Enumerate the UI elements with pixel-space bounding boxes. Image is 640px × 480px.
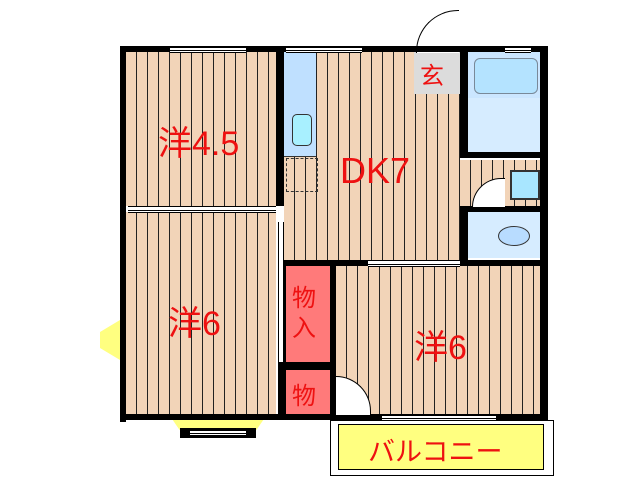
wall-toilet-top	[460, 206, 548, 212]
room-western-4-5	[126, 52, 276, 206]
closet-small	[286, 370, 330, 414]
wall-bath-bottom	[460, 152, 548, 158]
bay-window-glass	[190, 430, 246, 436]
sliding-door-room-divider[interactable]	[128, 206, 276, 213]
wall-outer-left	[120, 46, 126, 422]
room-label-dk: DK7	[340, 150, 411, 191]
wall-outer-right	[540, 46, 548, 420]
balcony-sliding-door[interactable]	[382, 415, 496, 421]
closet-large-label-top: 物	[292, 285, 316, 312]
closet-small-label: 物	[292, 383, 316, 410]
balcony	[338, 424, 544, 470]
sliding-door-left-room[interactable]	[278, 222, 284, 362]
room-western-6-left	[126, 212, 276, 416]
wall-mid-vertical	[276, 46, 284, 206]
bay-window-left	[100, 320, 120, 360]
room-label-western-6-right: 洋6	[414, 329, 467, 367]
room-label-western-6-left: 洋6	[168, 305, 221, 343]
entrance-label: 玄	[420, 63, 444, 90]
balcony-label: バルコニー	[368, 437, 503, 467]
room-label-western-4-5: 洋4.5	[158, 125, 240, 163]
room-western-6-right	[336, 266, 540, 414]
window-top-left	[170, 47, 246, 53]
entrance-area	[414, 52, 460, 94]
stove-icon	[286, 158, 318, 192]
closet-large-label-bottom: 入	[292, 315, 316, 342]
closet-large	[286, 266, 330, 362]
bath-tub-area	[468, 52, 540, 98]
wall-bath-left	[460, 46, 468, 156]
window-top-dk	[286, 47, 362, 53]
wall-outer-bottom-left	[120, 414, 336, 420]
kitchen-sink-icon	[292, 114, 312, 146]
wall-toilet-left	[460, 206, 468, 266]
sliding-door-dk[interactable]	[368, 260, 460, 267]
wall-closet-right	[330, 260, 336, 420]
wall-closet-mid	[280, 362, 336, 370]
washbasin-icon	[510, 170, 540, 200]
toilet-icon	[498, 226, 530, 246]
window-top-bath	[505, 47, 531, 53]
